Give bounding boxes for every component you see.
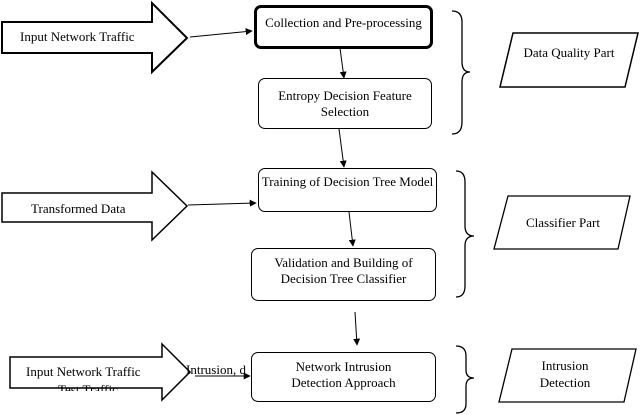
step-validation-building-classifier: Validation and Building of Decision Tree… [251,248,436,301]
flow-arrow-3 [348,211,356,247]
input-label-transformed-data: Transformed Data [31,201,126,216]
part-shape-data-quality [499,32,639,88]
input-label-intrusion-clipped: Intrusion, d [186,362,246,377]
brace-intrusion [455,345,475,414]
part-label-intrusion-detection: Intrusion Detection [539,358,591,390]
input-label-test-network-traffic: Input Network Traffic [26,364,141,379]
step-training-decision-tree: Training of Decision Tree Model [258,168,437,212]
part-shape-intrusion [498,348,637,403]
step-entropy-feature-selection: Entropy Decision Feature Selection [258,78,432,129]
brace-data-quality [451,10,471,135]
part-label-classifier: Classifier Part [525,215,600,230]
brace-classifier [455,170,475,298]
flow-arrow-4 [353,311,361,346]
step-network-intrusion-detection: Network Intrusion Detection Approach [251,352,436,402]
input-label-test-traffic-clipped: Test Traffic [58,382,118,391]
part-shape-classifier [493,195,631,250]
step-collection-preprocessing: Collection and Pre-processing [254,5,433,49]
connector-input-to-collection [189,28,253,38]
connector-transformed-to-training [187,199,257,207]
input-arrow-test-traffic [9,342,192,402]
flow-arrow-2 [338,128,347,168]
input-arrow-transformed-data [1,170,189,242]
flow-arrow-1 [339,47,347,79]
input-arrow-network-traffic [1,0,189,75]
input-label-network-traffic: Input Network Traffic [20,29,135,44]
part-label-data-quality: Data Quality Part [523,45,615,60]
